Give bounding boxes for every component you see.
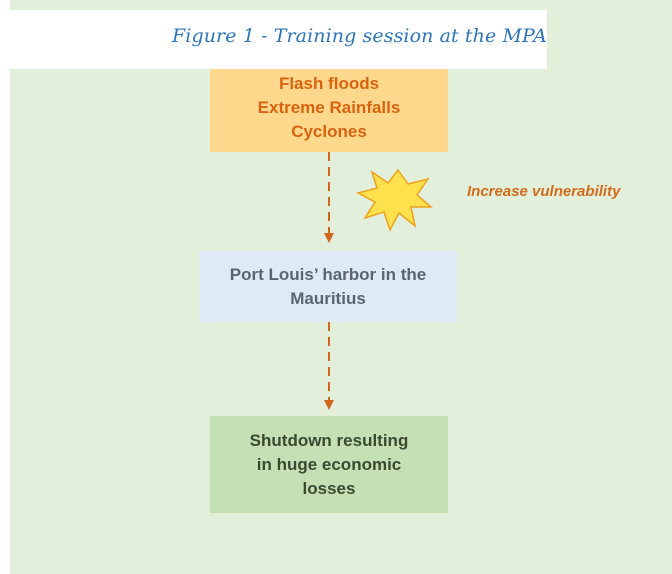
figure-caption-box: Figure 1 - Training session at the MPA (10, 10, 547, 69)
explosion-burst-icon (355, 168, 434, 232)
shutdown-line-3: losses (302, 478, 356, 498)
harbor-line-2: Mauritius (290, 288, 366, 308)
hazard-flash-floods: Flash floods (278, 74, 380, 93)
harbor-line-1: Port Louis’ harbor in the (229, 264, 427, 284)
shutdown-line-1: Shutdown resulting (249, 430, 409, 450)
arrow-hazards-to-harbor (324, 152, 334, 243)
harbor-box: Port Louis’ harbor in the Mauritius (199, 251, 457, 322)
increase-vulnerability-label: Increase vulnerability (467, 183, 621, 200)
shutdown-line-2: in huge economic (256, 454, 402, 474)
figure-caption: Figure 1 - Training session at the MPA (172, 25, 547, 47)
arrow-harbor-to-shutdown (324, 322, 334, 410)
hazard-extreme-rainfalls: Extreme Rainfalls (257, 98, 401, 117)
hazard-cyclones: Cyclones (291, 122, 367, 141)
shutdown-box: Shutdown resulting in huge economic loss… (210, 416, 448, 513)
